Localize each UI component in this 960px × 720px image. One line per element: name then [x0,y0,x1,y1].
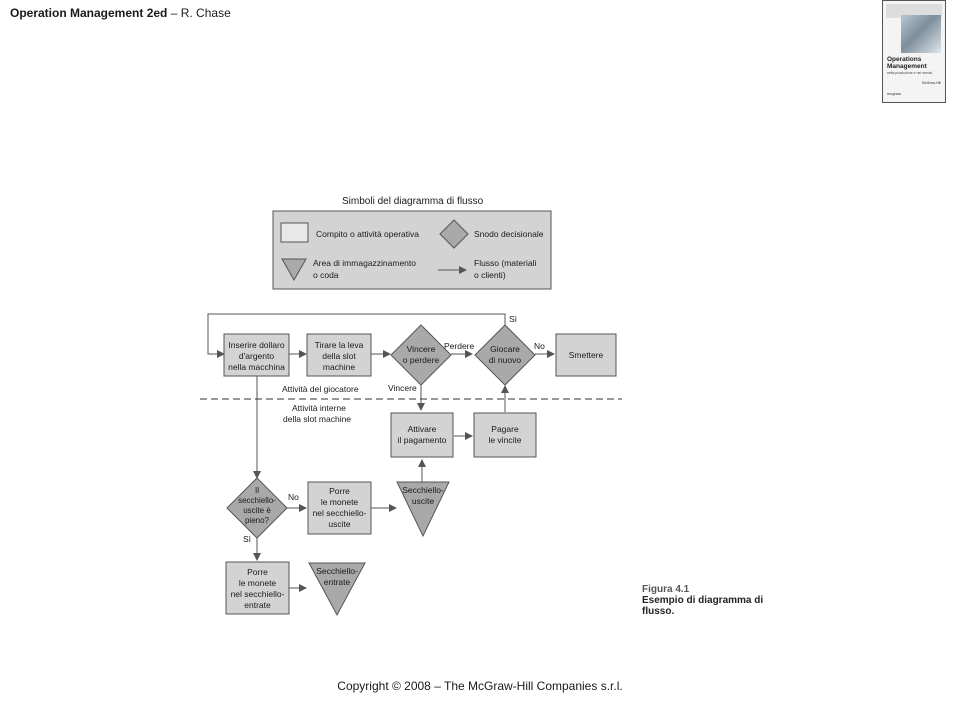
cover-publisher: McGraw-Hill [921,81,941,85]
edge-play-again-loop [207,313,506,358]
node-putout-line-1: Porre [329,486,350,496]
node-insert-coin: Inserire dollaro d'argento nella macchin… [223,333,290,377]
legend-box [272,210,552,290]
node-putout-line-3: nel secchiello- [313,508,367,518]
node-bucket-in: Secchiello- entrate [308,562,366,617]
node-win-or-lose: Vincere o perdere [390,324,452,386]
cover-logo: mcgraw [887,91,902,96]
cover-subtitle: nella produzione e nei servizi [887,71,933,75]
node-activate-payment: Attivare il pagamento [390,412,454,458]
node-put-coins-in: Porre le monete nel secchiello- entrate [225,561,290,615]
node-again-line-1: Giocare [490,344,520,354]
edge-no-quit-label: No [534,341,545,351]
copyright-footer: Copyright © 2008 – The McGraw-Hill Compa… [337,679,623,693]
node-putin-line-4: entrate [244,600,271,610]
node-putin-line-2: le monete [239,578,277,588]
legend-decision-label: Snodo decisionale [474,229,544,239]
edge-win-label: Vincere [388,383,417,393]
node-again-line-2: di nuovo [489,355,521,365]
node-pay-line-2: le vincite [488,435,521,445]
node-putout-line-4: uscite [328,519,350,529]
node-full-line-2: secchiello- [238,496,276,505]
node-activate-line-1: Attivare [408,424,437,434]
node-bucket-out: Secchiello- uscite [396,481,450,538]
figure-description-2: flusso. [642,606,675,617]
node-pull-lever-line-1: Tirare la leva [315,340,364,350]
node-bucket-full: Il secchiello- uscite è pieno? [226,477,288,539]
node-putin-line-1: Porre [247,567,268,577]
node-bucketin-line-1: Secchiello- [316,566,358,576]
legend-flow-label-2: o clienti) [474,270,506,280]
node-putin-line-3: nel secchiello- [231,589,285,599]
legend-storage-label-2: o coda [313,270,339,280]
legend-storage-symbol [281,258,307,282]
legend-decision-symbol [439,219,469,249]
node-putout-line-2: le monete [321,497,359,507]
edge-yes-full-label: Sì [243,534,251,544]
cover-author-strip [886,4,942,18]
node-bucketout-line-1: Secchiello- [402,485,444,495]
node-pull-lever-line-2: della slot [322,351,356,361]
header-author: – R. Chase [167,6,231,20]
cover-title: Operations Management [887,56,927,70]
figure-caption: Figura 4.1 Esempio di diagramma di fluss… [642,584,763,617]
node-pull-lever: Tirare la leva della slot machine [306,333,372,377]
legend-task-symbol [280,222,309,243]
node-full-line-4: pieno? [245,516,270,525]
zone-internal-label-1: Attività interne [292,403,346,413]
edge-no-full-label: No [288,492,299,502]
node-play-again: Giocare di nuovo [474,324,536,386]
figure-number: Figura 4.1 [642,584,690,595]
figure-description-1: Esempio di diagramma di [642,595,764,606]
node-bucketout-line-2: uscite [412,496,434,506]
legend-flow-label-1: Flusso (materiali [474,258,536,268]
cover-image [901,15,941,53]
header: Operation Management 2ed – R. Chase [10,6,231,20]
node-put-coins-out: Porre le monete nel secchiello- uscite [307,481,372,535]
node-insert-coin-line-2: d'argento [239,351,274,361]
edge-lose-label: Perdere [444,341,475,351]
node-quit: Smettere [555,333,617,377]
legend-title: Simboli del diagramma di flusso [342,196,484,207]
node-bucketin-line-2: entrate [324,577,351,587]
legend-task-label: Compito o attività operativa [316,229,419,239]
edge-yes-again-label: Sì [509,314,517,324]
node-pay-line-1: Pagare [491,424,519,434]
node-insert-coin-line-1: Inserire dollaro [228,340,284,350]
node-win-line-1: Vincere [407,344,436,354]
zone-internal-label-2: della slot machine [283,414,351,424]
node-full-line-3: uscite è [243,506,271,515]
node-full-line-1: Il [255,486,259,495]
node-quit-label: Smettere [569,350,604,360]
header-title: Operation Management 2ed [10,6,168,20]
legend-storage-label-1: Area di immagazzinamento [313,258,416,268]
zone-player-label: Attività del giocatore [282,384,359,394]
node-pay-winnings: Pagare le vincite [473,412,537,458]
book-cover-thumbnail: Operations Management nella produzione e… [882,0,946,103]
node-activate-line-2: il pagamento [398,435,447,445]
node-pull-lever-line-3: machine [323,362,355,372]
node-insert-coin-line-3: nella macchina [228,362,285,372]
node-win-line-2: o perdere [403,355,440,365]
